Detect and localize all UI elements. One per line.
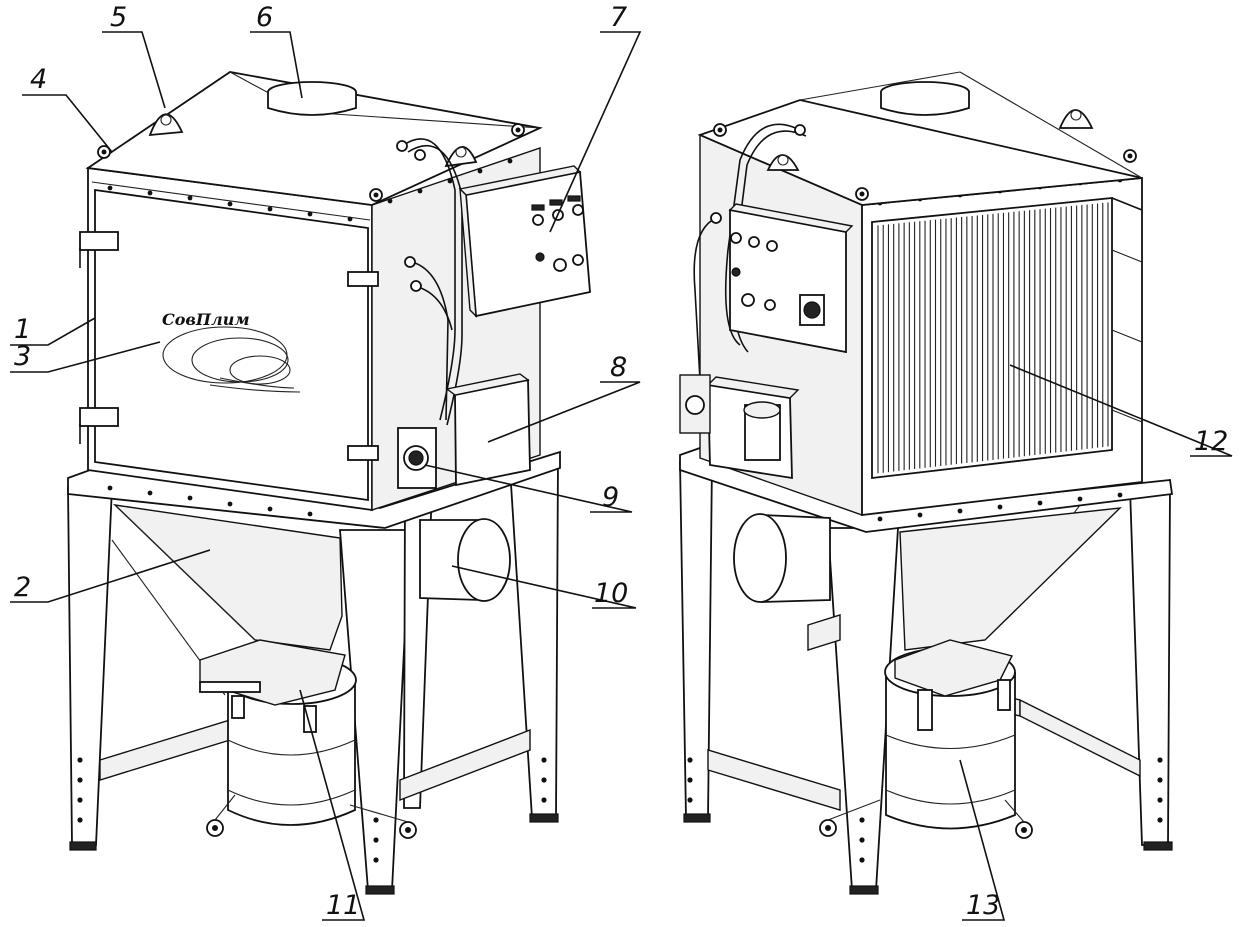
hopper-left xyxy=(112,503,343,651)
filter-cartridge xyxy=(871,197,1113,480)
callout-8: 8 xyxy=(610,352,627,383)
dust-bin-right xyxy=(807,614,1033,839)
hopper-right xyxy=(899,507,1122,651)
callout-7: 7 xyxy=(610,2,627,33)
roof-right xyxy=(697,71,1143,206)
callout-12: 12 xyxy=(1194,426,1228,457)
callout-labels: 1 2 3 4 5 6 7 8 9 10 11 12 13 xyxy=(14,2,1228,921)
callout-9: 9 xyxy=(602,482,619,513)
vibrator-box-right xyxy=(679,374,800,480)
left-view-unit: СовПлим xyxy=(67,71,591,895)
callout-6: 6 xyxy=(256,2,273,33)
roof-left xyxy=(85,71,543,206)
stand-frame-left xyxy=(67,458,559,895)
callout-5: 5 xyxy=(110,2,127,33)
callout-4: 4 xyxy=(30,64,47,95)
right-view-unit xyxy=(679,71,1174,895)
callout-3: 3 xyxy=(14,341,31,372)
housing-door xyxy=(94,188,369,502)
callout-11: 11 xyxy=(326,890,360,921)
outlet-pipe-left xyxy=(419,518,511,602)
control-box-right xyxy=(728,203,854,354)
vibrator-box-left xyxy=(445,373,531,487)
logo-text: СовПлим xyxy=(162,310,250,329)
logo-swirl xyxy=(162,326,301,393)
inspection-port-left xyxy=(397,427,437,489)
callout-2: 2 xyxy=(14,572,31,603)
outlet-pipe-right xyxy=(733,513,831,603)
callout-13: 13 xyxy=(966,890,1000,921)
callout-1: 1 xyxy=(14,314,31,345)
dust-bin-left xyxy=(199,639,417,839)
filter-housing-right xyxy=(699,133,1143,522)
callout-10: 10 xyxy=(594,578,628,609)
callout-leaders xyxy=(10,31,1233,921)
control-box-left xyxy=(458,165,591,318)
